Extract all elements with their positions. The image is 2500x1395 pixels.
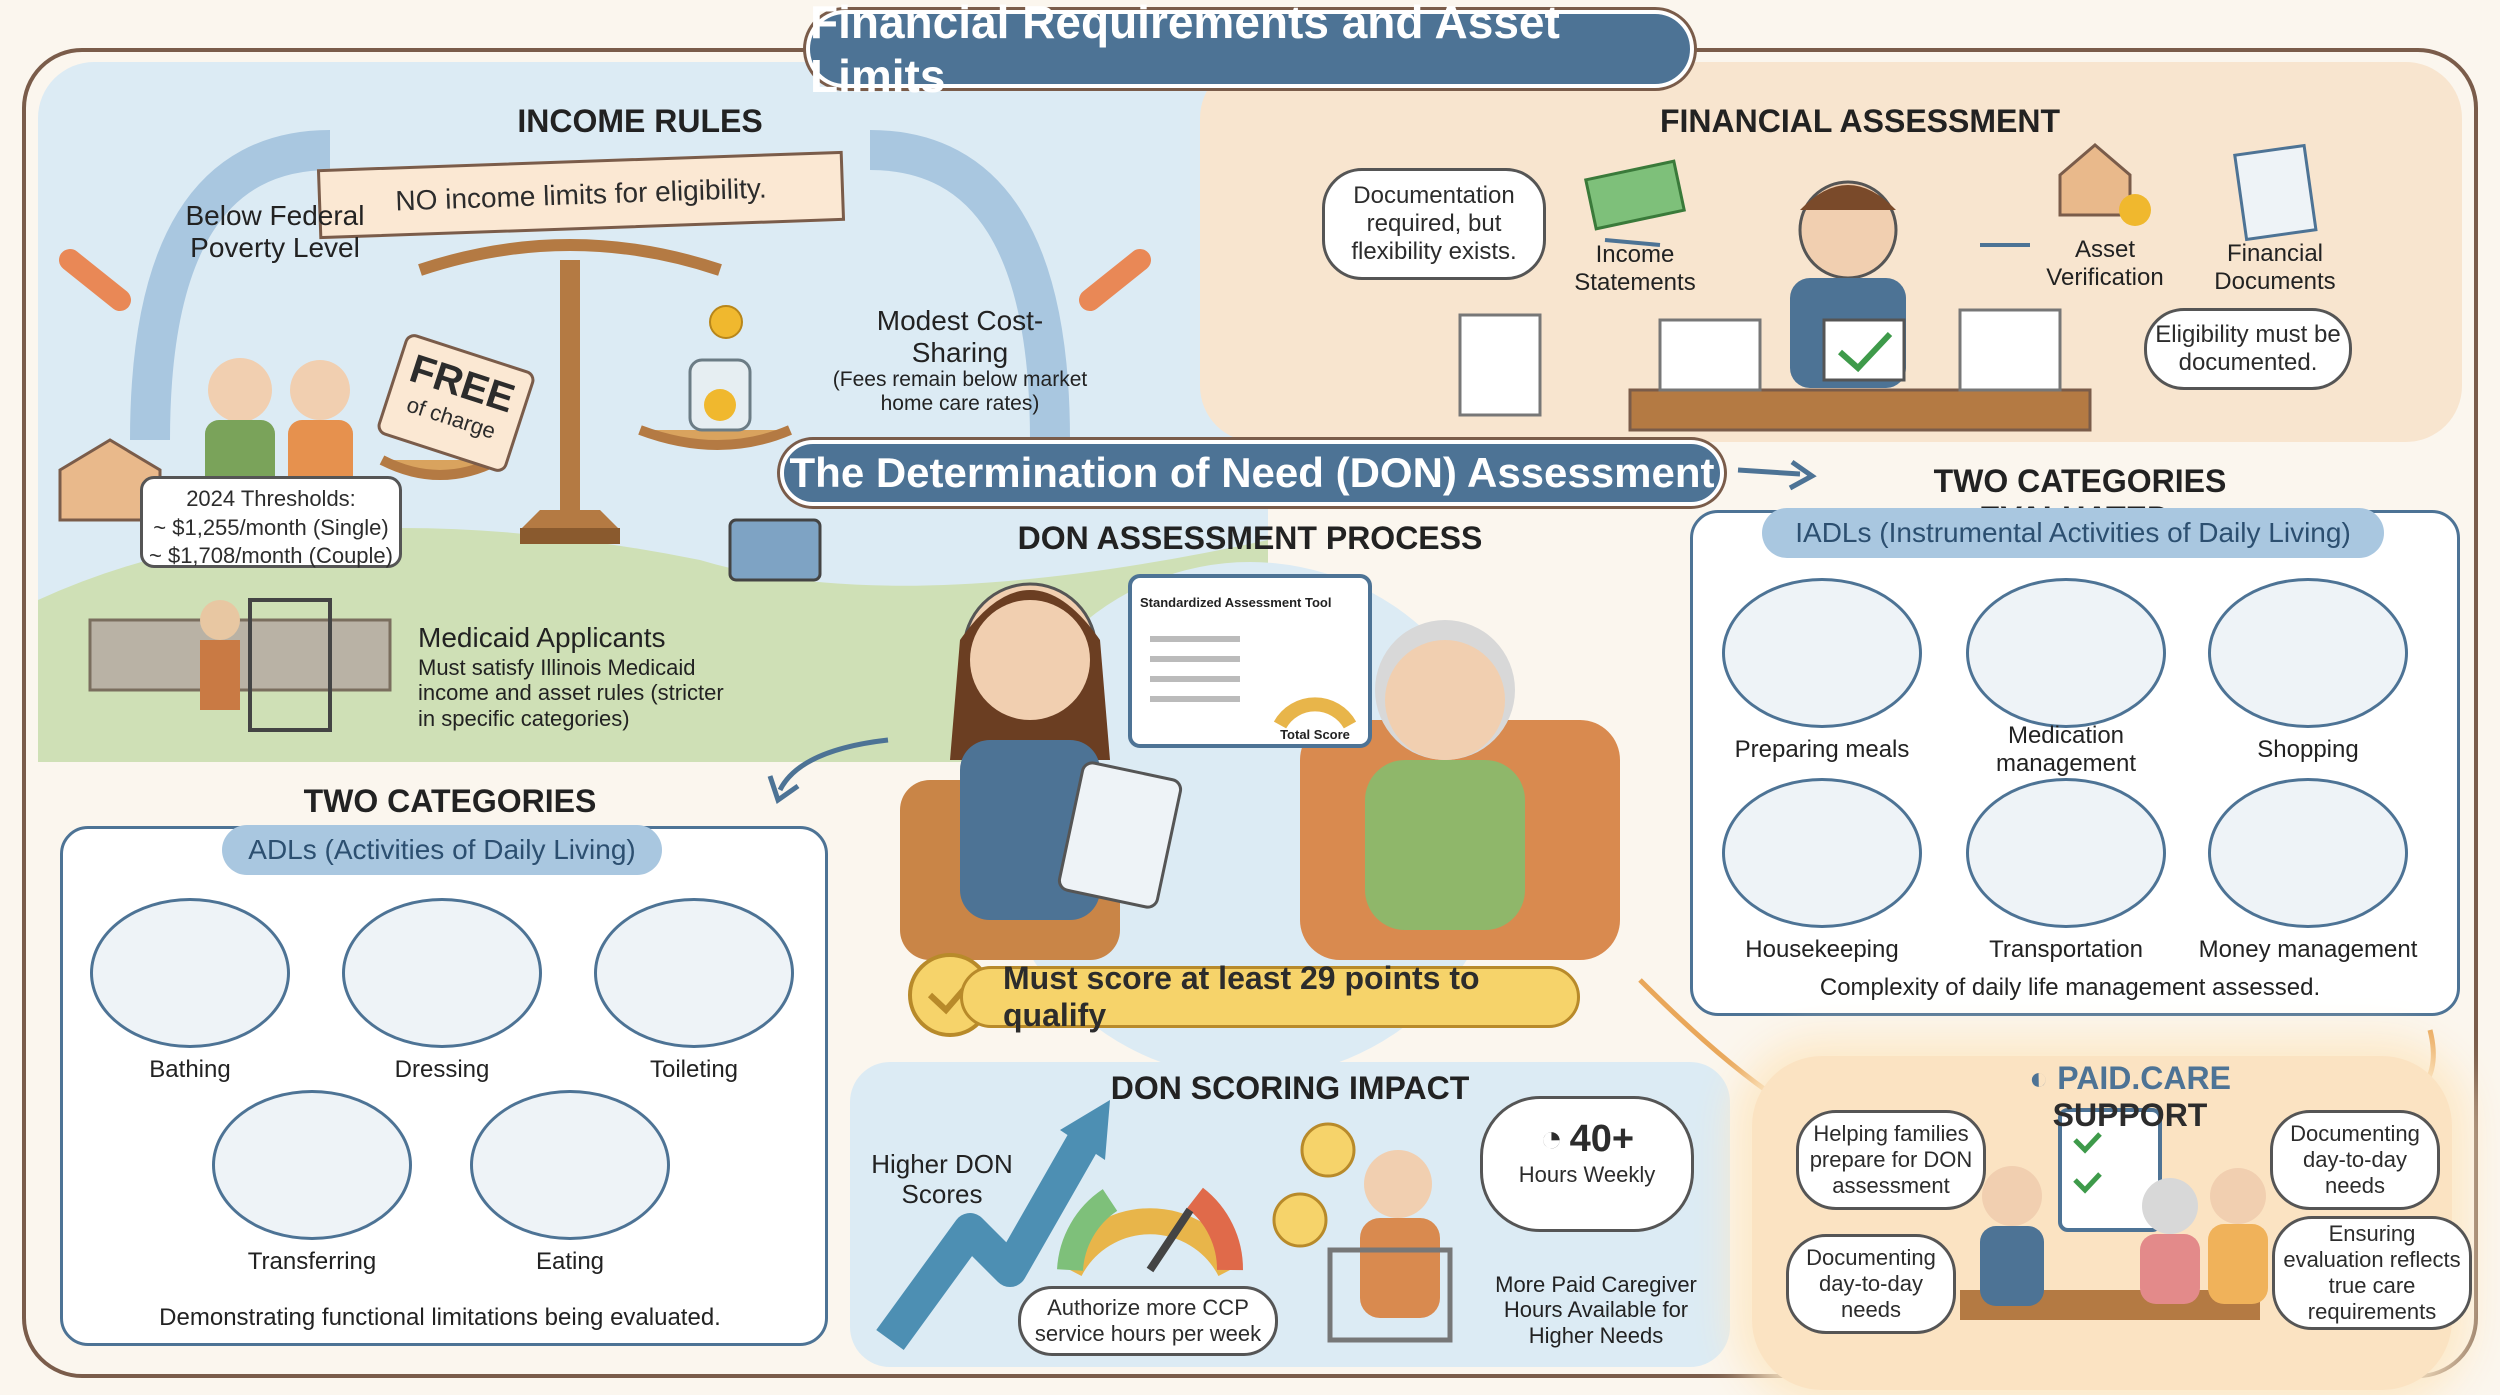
iadl-label-money: Money management — [2198, 936, 2418, 963]
iadl-label-transportation: Transportation — [1989, 936, 2143, 963]
iadl-tile-money: Money management — [2199, 778, 2417, 963]
adl-tile-bathing: Bathing — [90, 898, 290, 1083]
financial-assessment-heading: FINANCIAL ASSESSMENT — [1659, 103, 2061, 139]
iadl-tile-meals: Preparing meals — [1722, 578, 1922, 763]
iadl-label-meals: Preparing meals — [1734, 736, 1910, 763]
iadl-tile-medication: Medication management — [1966, 578, 2166, 777]
authorize-hours-bubble: Authorize more CCP service hours per wee… — [1018, 1286, 1278, 1356]
iadl-label-housekeeping: Housekeeping — [1745, 936, 1899, 963]
total-score-label: Total Score — [1280, 727, 1350, 742]
paid-bubble-documenting-right: Documenting day-to-day needs — [2270, 1110, 2440, 1210]
paid-care-brand-icon: ◐ — [2029, 1060, 2049, 1096]
dressing-icon — [342, 898, 542, 1048]
financial-documents-label: Financial Documents — [2214, 240, 2336, 295]
eligibility-bubble: Eligibility must be documented. — [2144, 308, 2352, 390]
adl-tile-dressing: Dressing — [342, 898, 542, 1083]
adl-tile-transferring: Transferring — [212, 1090, 412, 1275]
adl-tile-eating: Eating — [470, 1090, 670, 1275]
paid-bubble-ensuring: Ensuring evaluation reflects true care r… — [2272, 1216, 2472, 1330]
don-title: The Determination of Need (DON) Assessme… — [780, 440, 1724, 506]
asset-verification-label: Asset Verification — [2046, 236, 2164, 291]
paid-bubble-documenting-left: Documenting day-to-day needs — [1786, 1234, 1956, 1334]
adl-label-transferring: Transferring — [247, 1248, 377, 1275]
fpl-label: Below Federal Poverty Level — [185, 200, 365, 264]
money-icon — [2208, 778, 2408, 928]
hours-weekly-bubble: ◔ 40+ Hours Weekly — [1480, 1096, 1694, 1232]
documentation-bubble: Documentation required, but flexibility … — [1322, 168, 1546, 280]
broom-icon — [1722, 778, 1922, 928]
iadl-label-medication: Medication management — [1995, 722, 2137, 777]
paid-care-brand: PAID.CARE — [2057, 1060, 2231, 1096]
higher-scores-label: Higher DON Scores — [871, 1149, 1013, 1209]
thresholds-single: ~ $1,255/month (Single) — [153, 514, 389, 540]
adl-tile-toileting: Toileting — [594, 898, 794, 1083]
toileting-icon — [594, 898, 794, 1048]
adl-pill: ADLs (Activities of Daily Living) — [222, 825, 662, 875]
qualify-banner: Must score at least 29 points to qualify — [960, 960, 1580, 1033]
medicaid-body: Must satisfy Illinois Medicaid income an… — [418, 655, 724, 731]
paid-care-logo: ◐ PAID.CARE SUPPORT — [1950, 1060, 2310, 1133]
thresholds-box: 2024 Thresholds: ~ $1,255/month (Single)… — [140, 476, 402, 568]
adl-label-toileting: Toileting — [649, 1056, 739, 1083]
scoring-heading: DON SCORING IMPACT — [1110, 1070, 1470, 1106]
paid-bubble-prepare: Helping families prepare for DON assessm… — [1796, 1110, 1986, 1210]
paid-care-support: SUPPORT — [2052, 1097, 2208, 1133]
pill-box-icon — [1966, 578, 2166, 728]
iadl-tile-housekeeping: Housekeeping — [1722, 778, 1922, 963]
don-process-heading: DON ASSESSMENT PROCESS — [1017, 520, 1483, 556]
page-title: Financial Requirements and Asset Limits — [806, 0, 1694, 102]
cost-sharing-title: Modest Cost-Sharing — [876, 305, 1044, 369]
clock-icon: ◔ — [1539, 1118, 1563, 1160]
iadl-tile-transportation: Transportation — [1966, 778, 2166, 963]
assessment-tool-title: Standardized Assessment Tool — [1140, 595, 1332, 610]
income-rules-heading: INCOME RULES — [517, 103, 763, 139]
iadl-tile-shopping: Shopping — [2208, 578, 2408, 763]
medicaid-title: Medicaid Applicants — [418, 622, 666, 653]
adl-footer: Demonstrating functional limitations bei… — [159, 1304, 721, 1331]
transferring-icon — [212, 1090, 412, 1240]
cooking-icon — [1722, 578, 1922, 728]
adl-label-eating: Eating — [535, 1248, 605, 1275]
adl-label-dressing: Dressing — [394, 1056, 490, 1083]
thresholds-title: 2024 Thresholds: — [186, 486, 356, 511]
more-paid-label: More Paid Caregiver Hours Available for … — [1495, 1272, 1697, 1348]
thresholds-couple: ~ $1,708/month (Couple) — [149, 543, 393, 569]
shopping-cart-icon — [2208, 578, 2408, 728]
van-icon — [1966, 778, 2166, 928]
iadl-pill: IADLs (Instrumental Activities of Daily … — [1762, 508, 2384, 558]
bathing-icon — [90, 898, 290, 1048]
iadl-label-shopping: Shopping — [2257, 736, 2359, 763]
hours-small: Hours Weekly — [1518, 1161, 1656, 1187]
hours-big: 40+ — [1569, 1118, 1635, 1160]
iadl-footer: Complexity of daily life management asse… — [1819, 974, 2321, 1001]
income-statements-label: Income Statements — [1574, 241, 1696, 296]
cost-sharing-note: (Fees remain below market home care rate… — [832, 368, 1088, 416]
eating-icon — [470, 1090, 670, 1240]
adl-label-bathing: Bathing — [149, 1056, 231, 1083]
